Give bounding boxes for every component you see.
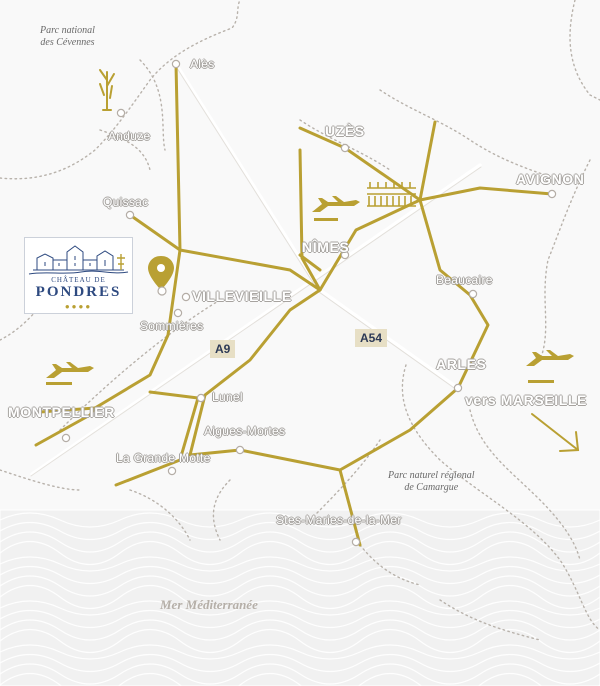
- wave-line: [0, 629, 600, 653]
- wave-line: [0, 585, 600, 609]
- wave-line: [0, 654, 600, 672]
- sea-area: [0, 509, 600, 686]
- city-aigues-mortes: Aigues-Mortes: [204, 424, 286, 438]
- wave-line: [0, 522, 600, 540]
- city-quissac: Quissac: [103, 195, 149, 209]
- road-a54: A54: [355, 329, 388, 347]
- sea-waves: [0, 509, 600, 686]
- airplane-icon: [312, 196, 360, 221]
- chateau-logo[interactable]: CHÂTEAU DE PONDRES ●●●●: [24, 237, 133, 314]
- wave-line: [0, 512, 600, 528]
- city-anduze: Anduze: [108, 129, 151, 143]
- region-sea: Mer Méditerranée: [160, 597, 258, 612]
- city-sommieres: Sommières: [140, 319, 204, 333]
- wave-line: [0, 531, 600, 553]
- road-a9: A9: [210, 340, 236, 358]
- wave-line: [0, 566, 600, 584]
- city-dots: [61, 59, 557, 547]
- logo-line1: CHÂTEAU DE: [51, 276, 106, 284]
- map-pin-icon: [148, 256, 174, 296]
- city-ales: Alès: [190, 57, 215, 71]
- arrow-icon: [531, 413, 580, 452]
- airplane-icon: [46, 362, 94, 385]
- region-camargue: Parc naturel régional de Camargue: [388, 470, 475, 493]
- motorways: [30, 62, 482, 476]
- logo-dots: ●●●●: [64, 302, 93, 311]
- motorway-edges: [30, 64, 482, 477]
- wave-line: [0, 663, 600, 685]
- castle-icon: [28, 245, 129, 275]
- city-montpellier: MONTPELLIER: [8, 404, 115, 420]
- wave-line: [0, 644, 600, 660]
- wave-line: [0, 541, 600, 565]
- airplane-icon: [526, 350, 574, 383]
- aqueduct-icon: [367, 182, 416, 207]
- wave-line: [0, 619, 600, 641]
- wave-line: [0, 575, 600, 597]
- city-uzes: UZÈS: [325, 123, 365, 139]
- city-saintes-maries: Stes-Maries-de-la-Mer: [276, 513, 402, 527]
- city-beaucaire: Beaucaire: [436, 273, 493, 287]
- city-marseille: vers MARSEILLE: [465, 392, 587, 408]
- logo-line2: PONDRES: [35, 284, 122, 300]
- city-villevieille: VILLEVIEILLE: [192, 288, 292, 304]
- city-avignon: AVIGNON: [516, 171, 585, 187]
- region-cevennes: Parc national des Cévennes: [40, 25, 95, 48]
- wave-line: [0, 610, 600, 628]
- wave-line: [0, 600, 600, 616]
- city-nimes: NÎMES: [302, 239, 350, 255]
- tree-icon: [99, 69, 115, 111]
- city-arles: ARLES: [436, 356, 487, 372]
- route-network: [34, 62, 554, 547]
- city-lunel: Lunel: [212, 390, 243, 404]
- city-grande-motte: La Grande Motte: [116, 451, 211, 465]
- boundary-lines: [0, 0, 600, 641]
- wave-line: [0, 556, 600, 572]
